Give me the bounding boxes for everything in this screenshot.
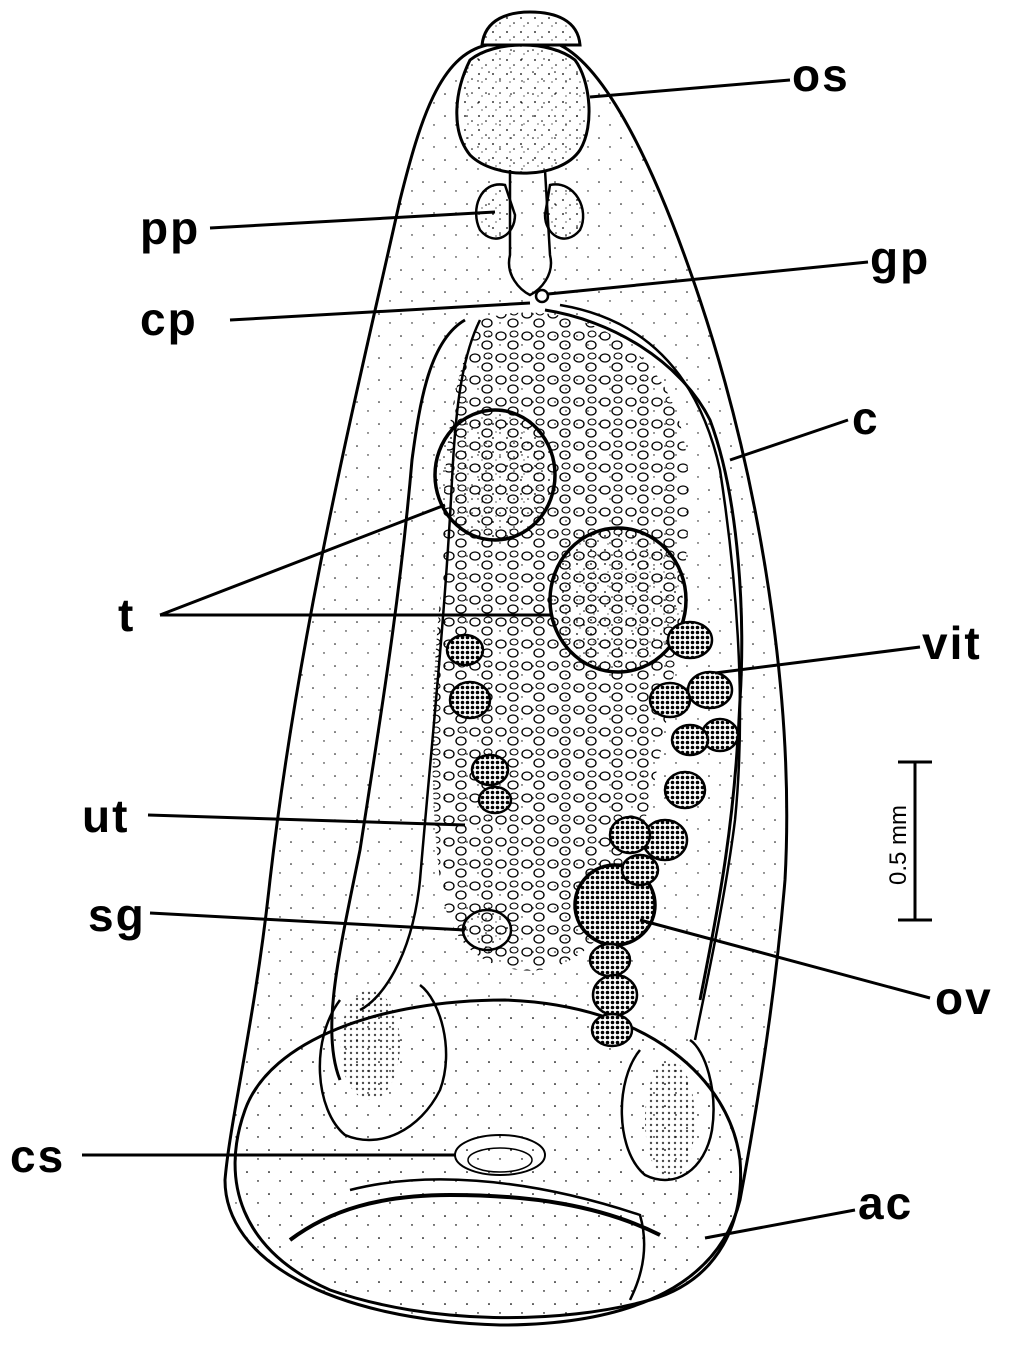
label-pp: pp: [140, 205, 200, 251]
leader-os: [590, 80, 790, 97]
vitelline-follicle: [472, 755, 508, 785]
testis-anterior: [435, 410, 555, 540]
vitelline-follicle: [479, 787, 511, 813]
vitelline-follicle: [590, 944, 630, 976]
testis-posterior: [550, 528, 686, 672]
oral-sucker-cap: [482, 12, 580, 45]
label-vit: vit: [922, 620, 982, 666]
label-ut: ut: [82, 793, 129, 839]
label-gp: gp: [870, 235, 930, 281]
stipple-patch-left: [340, 990, 400, 1100]
vitelline-follicle: [650, 683, 690, 717]
vitelline-follicle: [688, 672, 732, 708]
label-c: c: [852, 395, 880, 441]
genital-pore: [536, 290, 548, 302]
vitelline-follicle: [450, 682, 490, 718]
leader-c: [730, 420, 848, 460]
label-t: t: [118, 592, 135, 638]
vitelline-follicle: [610, 817, 650, 853]
label-ac: ac: [858, 1180, 913, 1226]
label-cs: cs: [10, 1133, 65, 1179]
oral-sucker: [457, 45, 589, 173]
vitelline-follicle: [672, 725, 708, 755]
label-os: os: [792, 52, 850, 98]
vitelline-follicle: [447, 635, 483, 665]
vitelline-follicle: [593, 975, 637, 1015]
vitelline-follicle: [622, 855, 658, 885]
label-sg: sg: [88, 892, 146, 938]
vitelline-follicle: [668, 622, 712, 658]
seminal-gland: [463, 910, 511, 950]
label-ov: ov: [935, 975, 993, 1021]
scale-bar-label: 0.5 mm: [885, 805, 913, 885]
oral-sucker-group: [457, 12, 589, 173]
label-cp: cp: [140, 296, 198, 342]
vitelline-follicle: [665, 772, 705, 808]
stipple-patch-right: [645, 1060, 695, 1180]
vitelline-follicle: [592, 1014, 632, 1046]
